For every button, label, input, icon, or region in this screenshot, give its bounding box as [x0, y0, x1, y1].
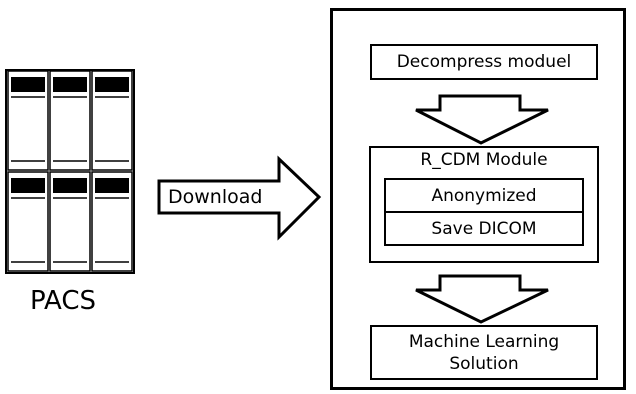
decompress-module-box: Decompress moduel — [370, 44, 598, 80]
ml-solution-line-2: Solution — [449, 353, 519, 374]
server-drive-bay-0-1 — [53, 77, 87, 92]
download-label: Download — [168, 186, 263, 208]
server-drive-bay-1-1 — [53, 178, 87, 193]
ml-solution-box: Machine Learning Solution — [370, 325, 598, 380]
pacs-label: PACS — [29, 286, 96, 316]
server-drive-bay-1-2 — [95, 178, 129, 193]
server-drive-bay-0-2 — [95, 77, 129, 92]
anonymized-step-label: Anonymized — [431, 185, 537, 206]
server-drive-bay-0-0 — [11, 77, 45, 92]
decompress-module-label: Decompress moduel — [396, 52, 572, 72]
save-dicom-step: Save DICOM — [384, 211, 584, 246]
save-dicom-step-label: Save DICOM — [431, 218, 537, 239]
server-drive-bay-1-0 — [11, 178, 45, 193]
rcdm-module-title: R_CDM Module — [420, 150, 548, 170]
ml-solution-line-1: Machine Learning — [408, 331, 560, 352]
